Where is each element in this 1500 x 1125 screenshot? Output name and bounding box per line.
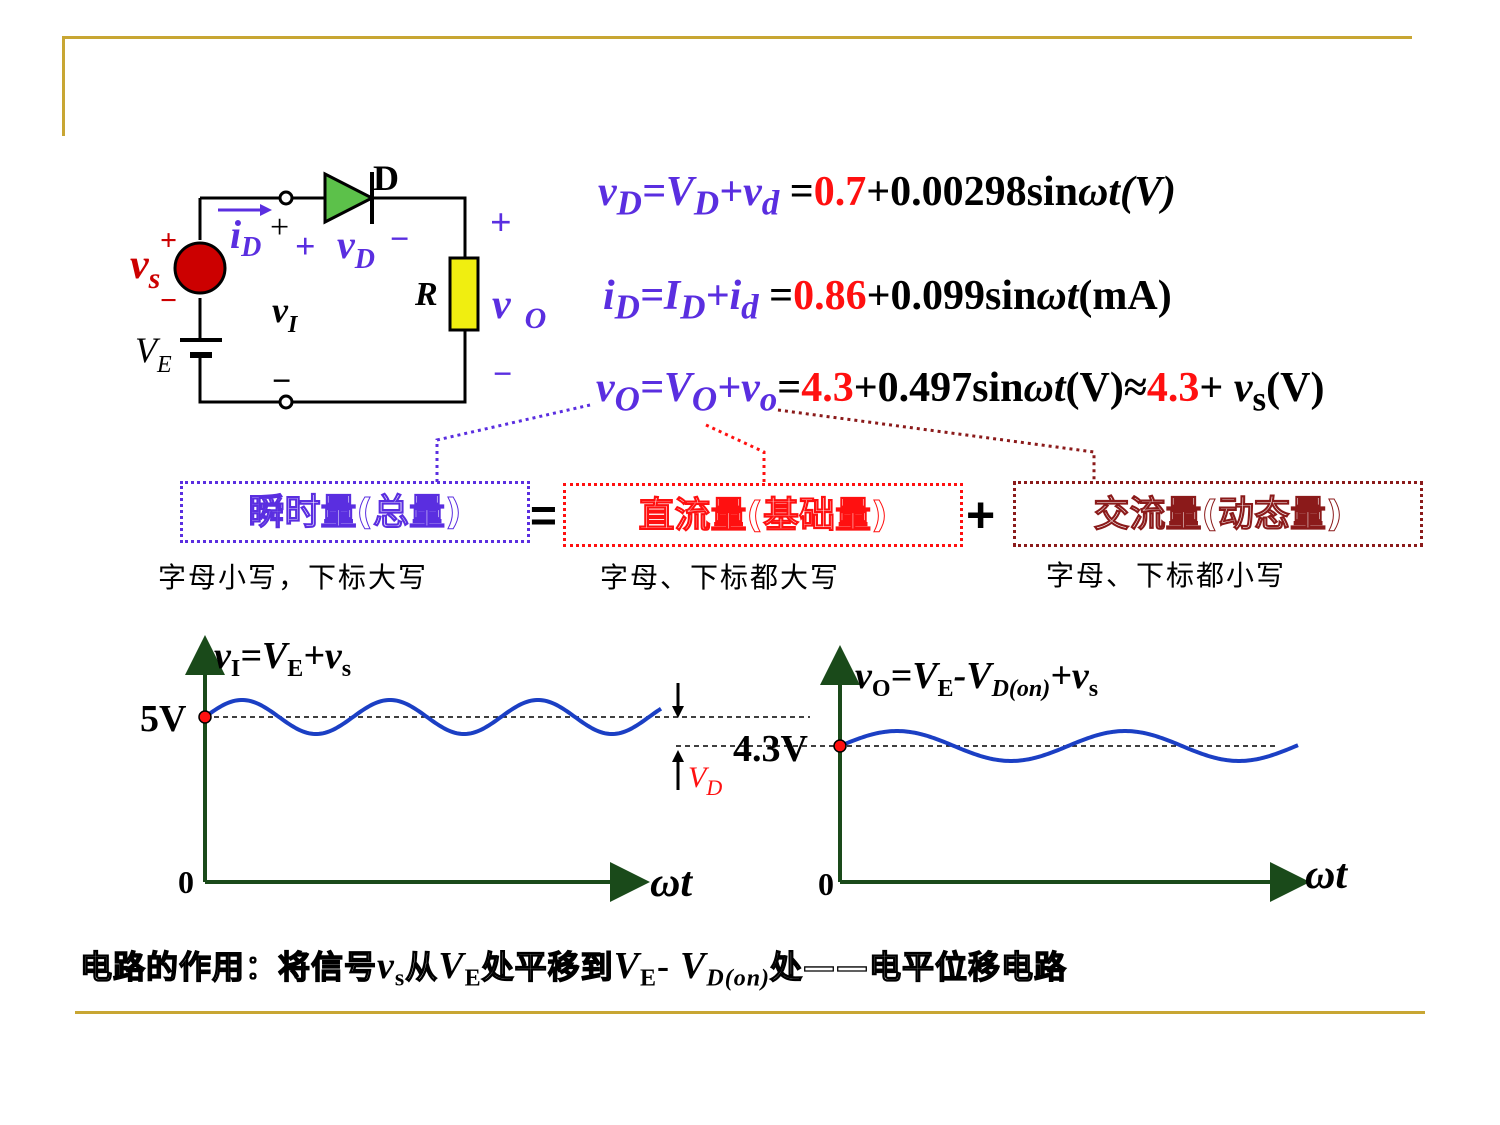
resistor-label: R [414,276,438,313]
equation-id: iD=ID+id =0.86+0.099sinωt(mA) [603,273,1172,327]
top-rule [62,36,1412,39]
vi-label: vI [272,290,299,338]
vs-minus: − [160,284,177,317]
concept-dc-box: 直流量(基础量) [563,483,963,547]
diode-label: D [373,158,399,198]
waveform-graphs: vI=VE+vs 5V 0 ωt VD vO=VE-VD(on)+vs 4.3V… [140,635,1348,906]
vd-minus: − [390,221,409,258]
concept-connectors [435,403,1096,484]
concept-equals: = [530,489,557,541]
input-terminal-bottom [278,394,294,410]
equation-vd: vD=VD+vd =0.7+0.00298sinωt(V) [598,169,1177,223]
signal-source-icon [173,241,227,295]
vo-minus: − [493,356,512,393]
right-x-label: ωt [1305,852,1348,898]
bottom-caption: 电路的作用：将信号vs从VE处平移到VE- VD(on)处——电平位移电路 [79,945,1068,992]
concept-instantaneous-box: 瞬时量(总量) [180,481,530,543]
input-terminal-top [278,190,294,206]
id-label: iD [230,212,261,263]
left-start-point [198,710,212,724]
vs-plus: + [160,224,177,257]
ve-label: VE [135,330,172,378]
diode-icon [323,171,376,225]
right-waveform [839,729,1299,763]
vo-plus: + [490,202,512,244]
equation-vo: vO=VO+vo=4.3+0.497sinωt(V)≈4.3+ vs(V) [596,365,1325,419]
right-graph-title: vO=VE-VD(on)+vs [855,655,1098,702]
terminal-plus: + [270,209,289,246]
bottom-rule [75,1011,1425,1014]
left-rule [62,36,65,136]
left-waveform [203,698,663,736]
concept-ac-box: 交流量(动态量) [1013,481,1423,547]
left-origin: 0 [178,864,194,900]
resistor-icon [448,256,480,332]
vd-label: vD [337,222,375,275]
left-graph-title: vI=VE+vs [214,635,351,682]
concept-dc-label: 直流量(基础量) [638,495,888,537]
terminal-minus: − [272,363,291,400]
right-origin: 0 [818,866,834,902]
concept-instantaneous-label: 瞬时量(总量) [248,492,462,534]
note-ac: 字母、下标都小写 [1046,559,1287,592]
left-y-label: 5V [140,698,187,740]
vd-plus: + [295,226,316,266]
vd-indicator-label: VD [688,761,722,800]
note-dc: 字母、下标都大写 [600,561,841,594]
vs-label: vs [130,242,160,295]
right-start-point [833,739,847,753]
left-x-label: ωt [650,860,693,906]
note-instantaneous: 字母小写，下标大写 [158,561,429,594]
concept-plus: + [966,487,996,543]
concept-ac-label: 交流量(动态量) [1093,494,1343,536]
right-y-label: 4.3V [733,728,809,770]
